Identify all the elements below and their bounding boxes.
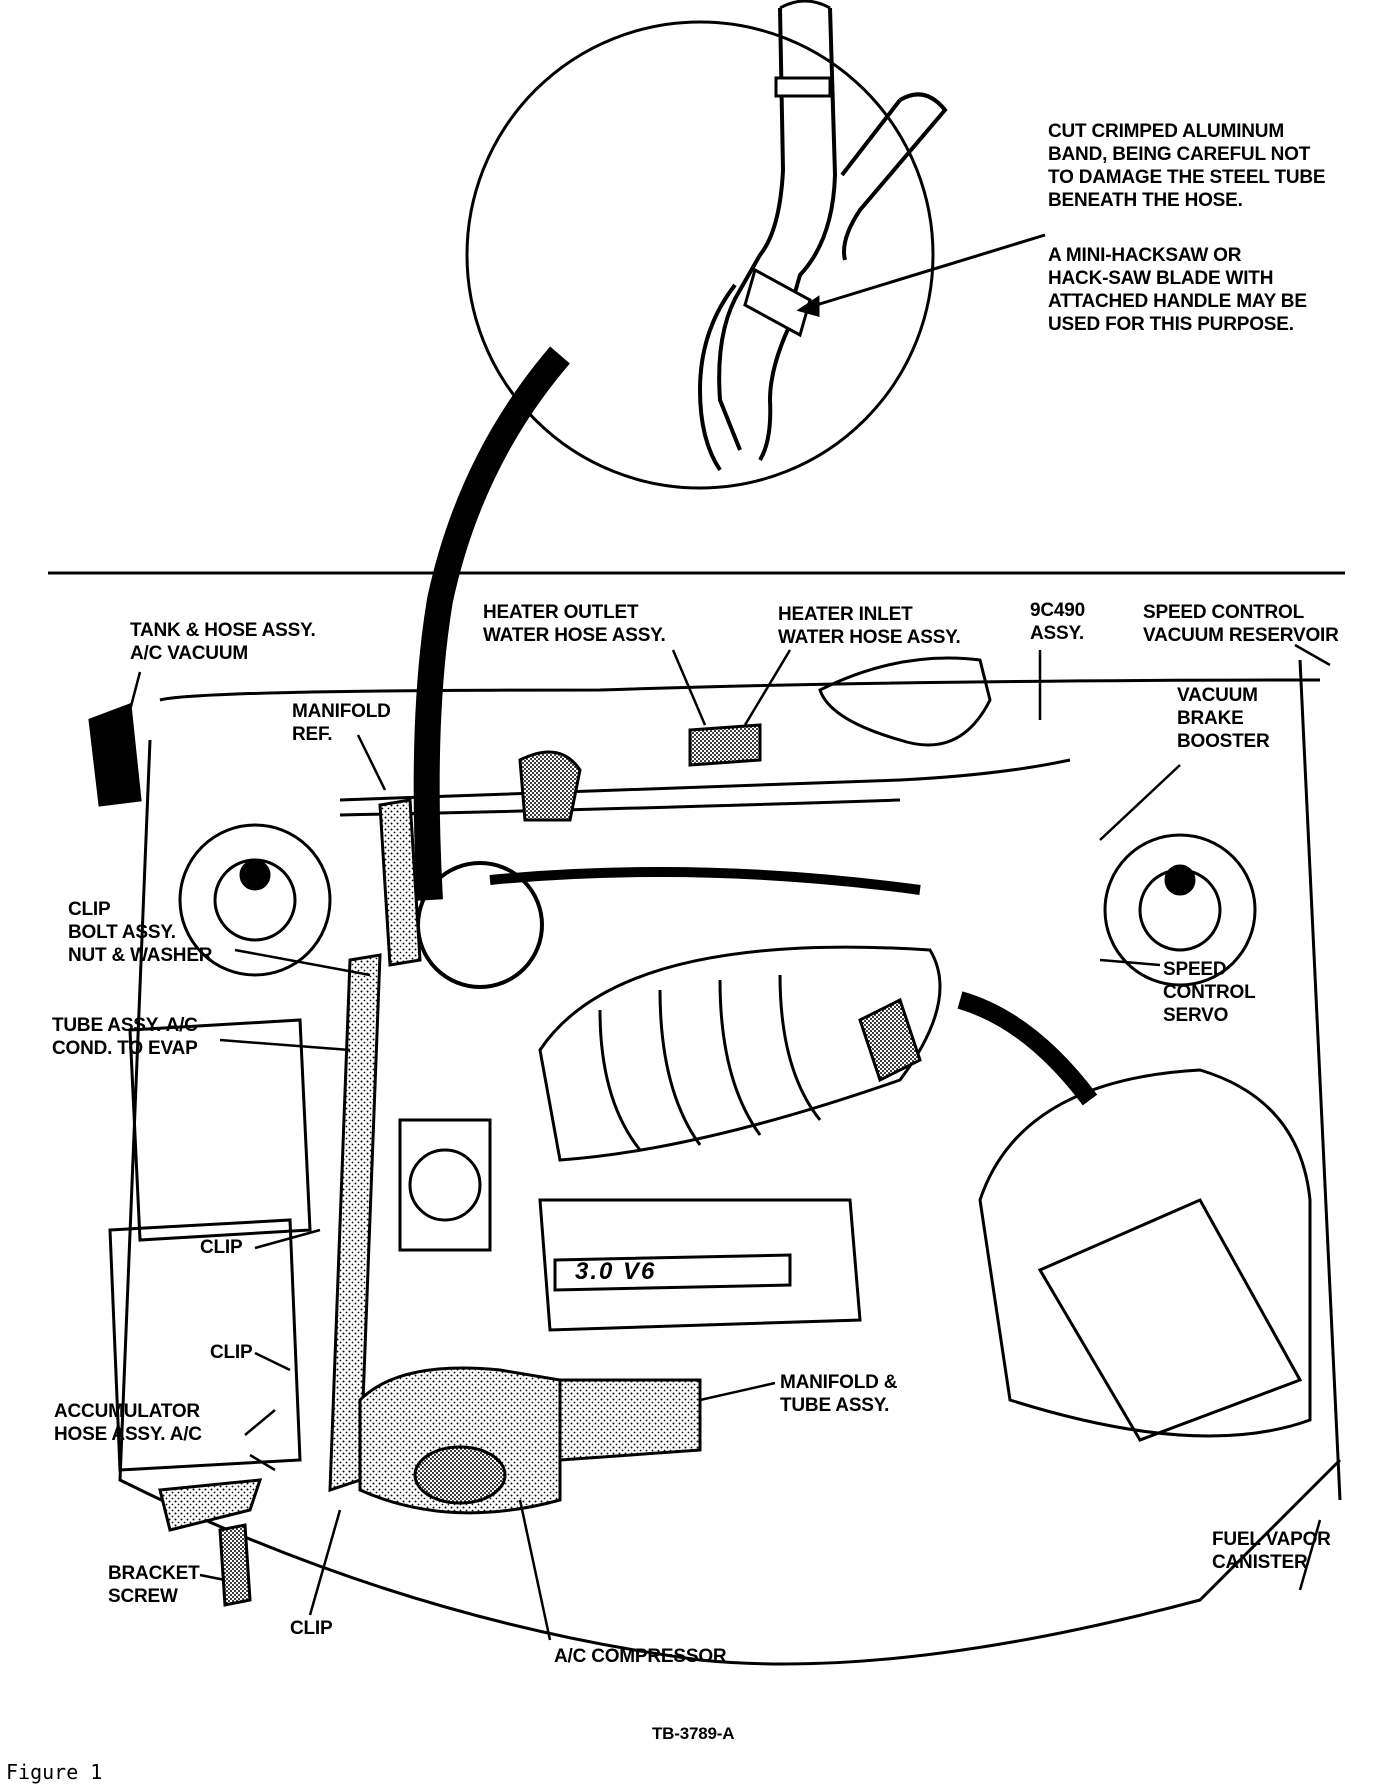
label-clip-upper: CLIP	[200, 1237, 243, 1258]
label-clip-middle: CLIP	[210, 1342, 253, 1363]
callout-line: HACK-SAW BLADE WITH	[1048, 268, 1274, 289]
callout-line: TO DAMAGE THE STEEL TUBE	[1048, 167, 1326, 188]
drawing-number: TB-3789-A	[652, 1724, 735, 1743]
engine-badge: 3.0 V6	[575, 1258, 657, 1285]
callout-line: BENEATH THE HOSE.	[1048, 190, 1243, 211]
callout-hacksaw: A MINI-HACKSAW OR HACK-SAW BLADE WITH AT…	[1048, 244, 1307, 336]
label-tube-assy: TUBE ASSY. A/C COND. TO EVAP	[52, 1015, 198, 1059]
label-manifold-ref: MANIFOLD REF.	[292, 701, 391, 745]
callout-cut-band: CUT CRIMPED ALUMINUM BAND, BEING CAREFUL…	[1048, 120, 1326, 212]
label-fuel-vapor-canister: FUEL VAPOR CANISTER	[1212, 1529, 1331, 1573]
label-accumulator: ACCUMULATOR HOSE ASSY. A/C	[54, 1401, 202, 1445]
label-bracket-screw: BRACKET SCREW	[108, 1563, 200, 1607]
callout-line: BAND, BEING CAREFUL NOT	[1048, 144, 1311, 165]
label-clip-bottom: CLIP	[290, 1618, 333, 1639]
callout-line: CUT CRIMPED ALUMINUM	[1048, 121, 1284, 142]
label-vacuum-brake-booster: VACUUM BRAKE BOOSTER	[1177, 685, 1270, 752]
callout-line: A MINI-HACKSAW OR	[1048, 245, 1242, 266]
callout-line: USED FOR THIS PURPOSE.	[1048, 314, 1294, 335]
leader-lines	[128, 643, 1331, 1641]
figure-caption: Figure 1	[6, 1760, 103, 1784]
label-speed-control-reservoir: SPEED CONTROL VACUUM RESERVOIR	[1143, 602, 1339, 646]
label-tank-hose: TANK & HOSE ASSY. A/C VACUUM	[130, 620, 316, 664]
engine-bay	[108, 656, 1342, 1666]
label-speed-control-servo: SPEED CONTROL SERVO	[1163, 959, 1256, 1026]
label-manifold-tube: MANIFOLD & TUBE ASSY.	[780, 1372, 898, 1416]
label-heater-outlet: HEATER OUTLET WATER HOSE ASSY.	[483, 602, 666, 646]
label-ac-compressor: A/C COMPRESSOR	[554, 1646, 727, 1667]
detail-magnifier	[465, 0, 1046, 490]
label-9c490: 9C490 ASSY.	[1030, 600, 1085, 644]
label-heater-inlet: HEATER INLET WATER HOSE ASSY.	[778, 604, 961, 648]
stippled-parts	[88, 702, 922, 1607]
label-clip-bolt-nut: CLIP BOLT ASSY. NUT & WASHER	[68, 899, 213, 966]
callout-line: ATTACHED HANDLE MAY BE	[1048, 291, 1307, 312]
